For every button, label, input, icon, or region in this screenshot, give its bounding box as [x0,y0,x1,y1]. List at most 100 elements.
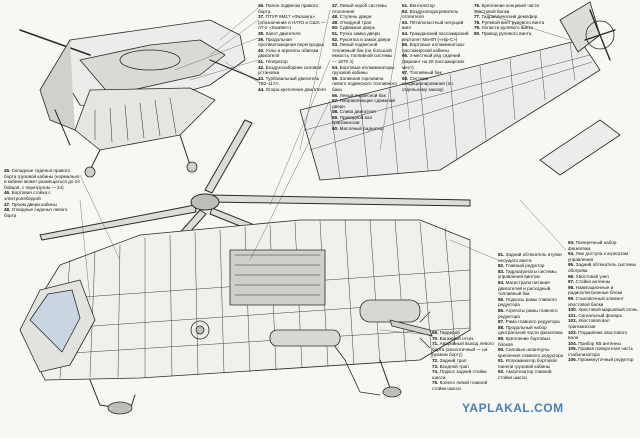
callout-text: Бортовые иллюминаторы грузовой кабины [332,64,395,76]
callout-text: Воздухозаборник силовой установки [258,64,322,76]
callout-text: Откидной трап [339,19,372,25]
callout-item: 41. Генератор [258,59,328,65]
callout-item: 65. Бортовые иллюминаторы пассажирской к… [402,42,472,53]
callout-item: 54. Бортовые иллюминаторы грузовой кабин… [332,65,398,76]
callout-text: Проем двери кабины [11,201,57,207]
callout-item: 42. Воздухозаборник силовой установки [258,65,328,76]
callout-text: Бортовая стойка с электролебедкой [4,190,51,201]
callout-number: 71. [432,341,440,347]
callout-item: 75. Колесо левой главной стойки шасси [432,380,496,391]
callout-text: Амортизатор главной стойки шасси [498,369,552,381]
callout-item: 55. Заливная горловина левого подвесного… [332,76,398,93]
callout-text: Навигационные и радиоэлектронные блоки [568,284,623,296]
callout-item: 50. Сдвижная дверь [332,25,398,31]
callout-text: Багажный отсек [439,335,474,341]
callout-number: 37. [258,14,266,20]
callout-number: 48. [4,207,12,213]
callout-text: Магистрали питания двигателей и расходны… [498,279,551,297]
callout-item: 47. Левый короб системы отопления [332,3,398,14]
callout-text: Крепление концевой части хвостовой балки [474,3,540,14]
callout-number: 53. [332,42,340,48]
callout-text: Бортовые иллюминаторы пассажирской кабин… [402,42,465,53]
callout-number: 72. [432,357,440,363]
callout-text: Приводной вал трансмиссии [332,114,373,126]
callout-number: 99. [568,295,576,301]
callout-number: 57. [332,98,340,104]
callout-item: 93. Поперечный набор фюзеляжа [568,240,638,251]
callout-item: 74. Подкос задней стойки шасси [432,369,496,380]
callout-item: 37. ПТУР 9М17 «Фаланга» (обозначение в Н… [258,14,328,31]
callout-text: Слива двигателя [339,109,376,115]
callout-item: 52. Рукоятка и замок двери [332,37,398,43]
callout-text: Люк доступа к агрегатам управления [568,251,629,262]
callout-list-76-80: 76. Крепление концевой части хвостовой б… [474,3,546,37]
callout-list-45-48: 45. Складные сиденья правого борта грузо… [4,168,80,218]
callout-item: 102. Хвостовой вал трансмиссии [568,318,638,329]
callout-number: 80. [474,30,482,36]
callout-text: Крепление бортовых блоков [498,335,551,347]
callout-item: 64. Гражданский пассажирский вертолет Ми… [402,31,472,42]
callout-text: Входной трап [439,363,469,369]
callout-item: 73. Входной трап [432,364,496,370]
callout-number: 45. [4,168,12,173]
callout-text: Вентилятор [409,3,435,8]
callout-number: 69. [432,330,440,335]
callout-text: Поперечный набор фюзеляжа [568,240,617,251]
callout-number: 48. [332,14,340,20]
callout-text: Рукоятка и замок двери [339,36,391,42]
callout-text: Промежуточный редуктор [578,357,634,363]
callout-item: 70. Багажный отсек [432,336,496,342]
callout-number: 83. [498,268,506,274]
callout-item: 51. Ручка замка двери [332,31,398,37]
callout-number: 77. [474,14,482,20]
callout-text: Ступень двери [339,14,372,20]
tail-boom [299,1,621,181]
callout-item: 62. Воздухоподогреватель отопителя [402,9,472,20]
callout-text: Масляный радиатор [339,126,384,132]
callout-text: Воздухоподогреватель отопителя [402,8,459,20]
inset-helicopter [19,19,259,178]
callout-item: 47. Проем двери кабины [4,202,80,208]
callout-text: Капот двигателя [265,30,301,36]
callout-item: 105. Правая поворотная часть стабилизато… [568,346,638,357]
callout-text: Система кондиционирования (по отдельному… [402,75,453,92]
callout-text: Стыковочный элемент хвостовой балки [568,295,624,307]
callout-text: Задний обтекатель втулки несущего винта [498,252,562,263]
callout-text: ПТУР 9М17 «Фаланга» (обозначение в НАТО … [258,14,326,31]
callout-item: 82. Главный редуктор [498,263,566,269]
callout-number: 86. [498,307,506,313]
callout-item: 49. Откидной трап [332,20,398,26]
callout-number: 38. [258,30,266,36]
callout-number: 94. [568,251,576,257]
callout-number: 40. [258,47,266,53]
callout-item: 81. Задний обтекатель втулки несущего ви… [498,252,566,263]
callout-item: 96. Хвостовой узел [568,274,638,280]
callout-number: 93. [568,240,576,245]
callout-number: 96. [568,273,576,279]
callout-text: Задний трап [439,357,467,363]
callout-item: 40. Узлы и агрегаты обвязки двигателя [258,48,328,59]
callout-text: Хвостовой узел [575,273,609,279]
callout-number: 95. [568,262,576,268]
callout-number: 88. [498,324,506,330]
callout-item: 86. Агрегаты рамы главного редуктора [498,308,566,319]
callout-item: 94. Люк доступа к агрегатам управления [568,251,638,262]
callout-text: Направляющие сдвижной двери [332,98,395,109]
callout-item: 72. Задний трап [432,358,496,364]
callout-text: Колесо левой главной стойки шасси [432,380,488,391]
callout-list-81-92: 81. Задний обтекатель втулки несущего ви… [498,252,566,381]
callout-item: 71. Аварийный выход левого борта (аналог… [432,341,496,358]
callout-number: 81. [498,252,506,257]
callout-number: 82. [498,263,506,269]
callout-number: 103. [568,329,579,335]
callout-item: 92. Амортизатор главной стойки шасси [498,369,566,380]
callout-number: 90. [498,347,506,353]
callout-number: 70. [432,335,440,341]
callout-text: Заливная горловина левого подвесного топ… [332,75,397,92]
callout-number: 104. [568,340,579,346]
callout-number: 62. [402,8,410,14]
callout-text: Подшипник хвостового вала [568,329,627,341]
